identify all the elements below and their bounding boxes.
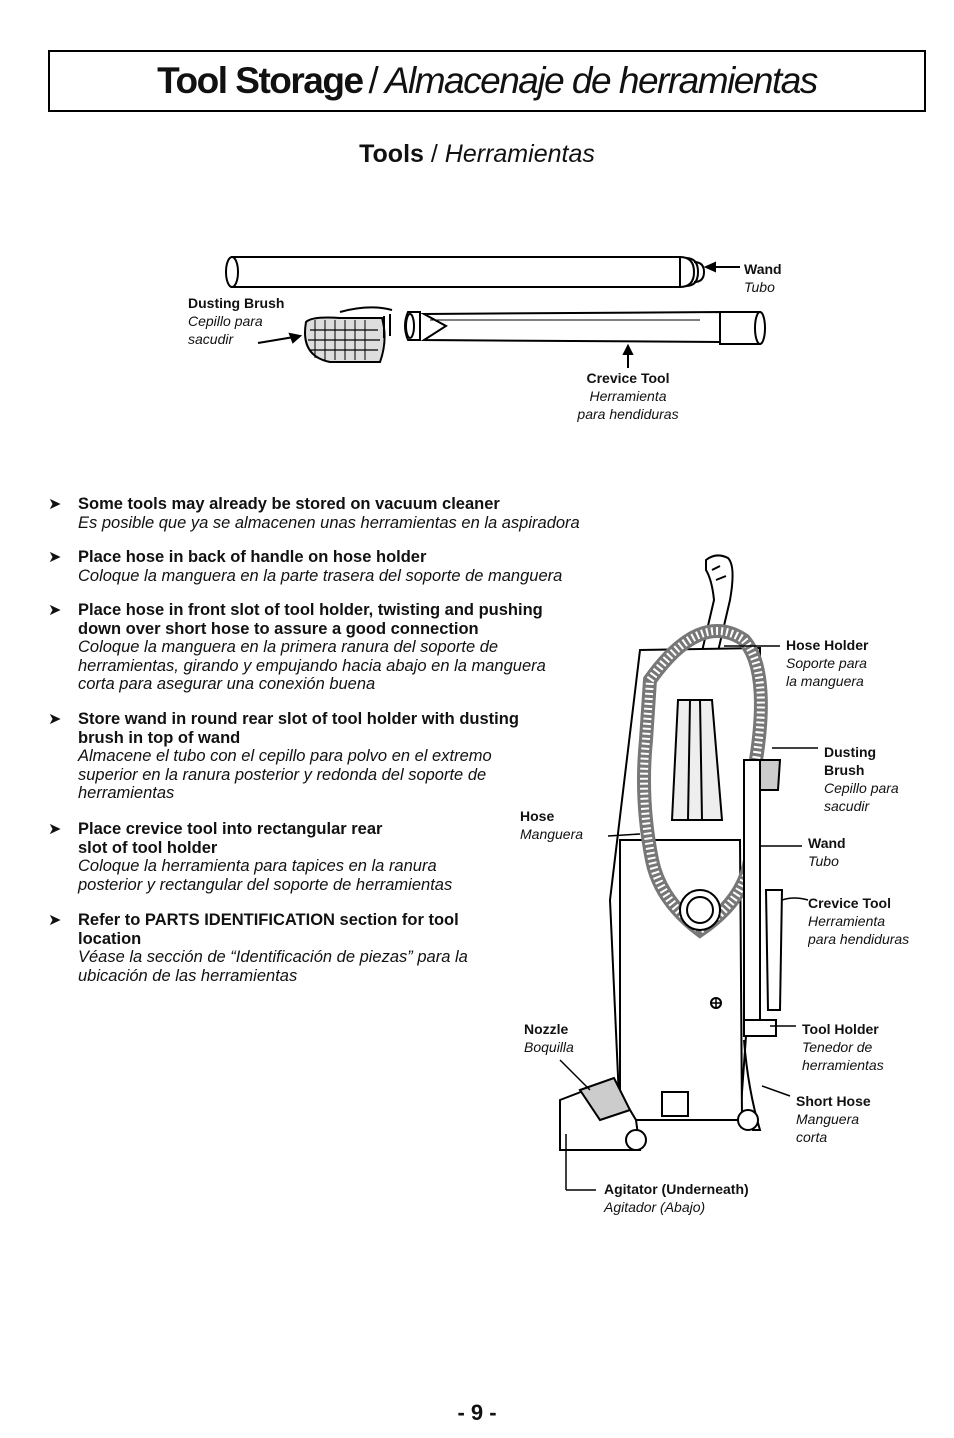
label-nozzle-es: Boquilla	[524, 1039, 574, 1055]
label-wand-es: Tubo	[744, 279, 775, 295]
vacuum-label-agitator: Agitator (Underneath) Agitador (Abajo)	[604, 1180, 749, 1216]
instruction-en: slot of tool holder	[78, 838, 218, 857]
vacuum-label-wand: Wand Tubo	[808, 834, 846, 870]
instruction-item: ➤ Place hose in back of handle on hose h…	[48, 548, 562, 585]
vacuum-label-hose: Hose Manguera	[520, 807, 583, 843]
stored-tools-drawing	[743, 759, 784, 1131]
label-agitator-es: Agitador (Abajo)	[604, 1199, 706, 1215]
subtitle-english: Tools	[359, 140, 424, 168]
instruction-es: ubicación de las herramientas	[78, 966, 298, 985]
label-short-hose-es2: corta	[796, 1129, 828, 1145]
label-vac-wand-en: Wand	[808, 835, 846, 851]
arrowhead-bullet-icon: ➤	[48, 912, 62, 929]
label-nozzle-en: Nozzle	[524, 1021, 569, 1037]
instruction-en: location	[78, 929, 142, 948]
instruction-es: Coloque la herramienta para tapices en l…	[78, 857, 437, 875]
label-crevice-es2: para hendiduras	[577, 406, 679, 422]
label-vac-hose-en: Hose	[520, 808, 555, 824]
crevice-tool-drawing	[404, 310, 766, 368]
page-number: - 9 -	[457, 1400, 497, 1425]
tools-illustration	[225, 256, 766, 368]
vacuum-label-nozzle: Nozzle Boquilla	[524, 1020, 574, 1056]
label-crevice-es1: Herramienta	[589, 388, 667, 404]
dusting-brush-drawing	[257, 306, 393, 363]
vacuum-label-tool-holder: Tool Holder Tenedor de herramientas	[802, 1020, 884, 1074]
page-title-spanish: Almacenaje de herramientas	[384, 60, 818, 101]
label-short-hose-en: Short Hose	[796, 1093, 871, 1109]
label-vac-crevice-es1: Herramienta	[808, 913, 886, 929]
arrowhead-bullet-icon: ➤	[48, 602, 62, 619]
label-short-hose-es1: Manguera	[796, 1111, 860, 1127]
vacuum-label-short-hose: Short Hose Manguera corta	[796, 1092, 871, 1146]
instruction-item: ➤ Some tools may already be stored on va…	[48, 495, 580, 532]
instruction-en: down over short hose to assure a good co…	[78, 619, 479, 638]
label-dusting-brush-en: Dusting Brush	[188, 295, 285, 311]
vacuum-label-crevice-tool: Crevice Tool Herramienta para hendiduras	[808, 894, 948, 948]
instruction-en: brush in top of wand	[78, 728, 241, 747]
tools-label-crevice-tool: Crevice Tool Herramienta para hendiduras	[566, 369, 690, 423]
label-dusting-brush-es1: Cepillo para	[188, 313, 263, 329]
section-subtitle: Tools / Herramientas	[0, 140, 954, 169]
label-vac-brush-en1: Dusting	[824, 744, 877, 760]
instruction-en: Some tools may already be stored on vacu…	[78, 495, 500, 513]
page-title-english: Tool Storage	[157, 60, 364, 101]
page-title-box: Tool Storage / Almacenaje de herramienta…	[48, 50, 926, 112]
vacuum-illustration	[559, 554, 818, 1191]
nozzle-drawing	[559, 1076, 759, 1151]
instruction-item: ➤ Place crevice tool into rectangular re…	[48, 820, 452, 894]
leader-lines	[559, 645, 818, 1191]
label-vac-brush-es2: sacudir	[824, 798, 870, 814]
label-vac-wand-es: Tubo	[808, 853, 839, 869]
wand-drawing	[225, 256, 740, 288]
instruction-es: Almacene el tubo con el cepillo para pol…	[78, 747, 492, 765]
arrowhead-bullet-icon: ➤	[48, 549, 62, 566]
label-vac-brush-es1: Cepillo para	[824, 780, 899, 796]
label-tool-holder-es2: herramientas	[802, 1057, 884, 1073]
instruction-item: ➤ Place hose in front slot of tool holde…	[48, 601, 546, 694]
vacuum-hose-drawing	[637, 624, 768, 939]
instruction-es: posterior y rectangular del soporte de h…	[78, 875, 453, 894]
tools-label-dusting-brush: Dusting Brush Cepillo para sacudir	[188, 294, 284, 348]
label-hose-holder-es1: Soporte para	[786, 655, 867, 671]
instruction-es: Coloque la manguera en la primera ranura…	[78, 638, 499, 656]
label-vac-hose-es: Manguera	[520, 826, 584, 842]
instruction-es: herramientas	[78, 784, 175, 802]
subtitle-separator: /	[430, 140, 438, 168]
label-crevice-en: Crevice Tool	[586, 370, 670, 386]
instruction-en: Place hose in front slot of tool holder,…	[78, 601, 543, 619]
instruction-es: superior en la ranura posterior y redond…	[78, 765, 487, 784]
page-title-separator: /	[368, 60, 379, 101]
label-vac-brush-en2: Brush	[824, 762, 865, 778]
subtitle-spanish: Herramientas	[444, 140, 595, 168]
instruction-en: Place crevice tool into rectangular rear	[78, 820, 383, 838]
instruction-es: Véase la sección de “Identificación de p…	[78, 948, 468, 966]
instruction-en: Store wand in round rear slot of tool ho…	[78, 710, 519, 728]
tools-label-wand: Wand Tubo	[744, 260, 782, 296]
instruction-es: corta para asegurar una conexión buena	[78, 675, 376, 693]
arrowhead-bullet-icon: ➤	[48, 711, 62, 728]
label-tool-holder-es1: Tenedor de	[802, 1039, 873, 1055]
instruction-item: ➤ Store wand in round rear slot of tool …	[48, 710, 519, 803]
instruction-es: Es posible que ya se almacenen unas herr…	[78, 513, 580, 532]
instruction-en: Place hose in back of handle on hose hol…	[78, 548, 427, 566]
instruction-en: Refer to PARTS IDENTIFICATION section fo…	[78, 911, 459, 929]
instruction-item: ➤ Refer to PARTS IDENTIFICATION section …	[48, 911, 468, 985]
arrowhead-bullet-icon: ➤	[48, 496, 62, 513]
instruction-es: Coloque la manguera en la parte trasera …	[78, 566, 563, 585]
label-agitator-en: Agitator (Underneath)	[604, 1181, 749, 1197]
vacuum-label-hose-holder: Hose Holder Soporte para la manguera	[786, 636, 868, 690]
label-wand-en: Wand	[744, 261, 782, 277]
instruction-es: herramientas, girando y empujando hacia …	[78, 656, 546, 675]
label-vac-crevice-es2: para hendiduras	[808, 931, 910, 947]
arrowhead-bullet-icon: ➤	[48, 821, 62, 838]
vacuum-label-dusting-brush: Dusting Brush Cepillo para sacudir	[824, 743, 899, 815]
label-tool-holder-en: Tool Holder	[802, 1021, 879, 1037]
label-dusting-brush-es2: sacudir	[188, 331, 234, 347]
label-hose-holder-es2: la manguera	[786, 673, 864, 689]
label-hose-holder-en: Hose Holder	[786, 637, 869, 653]
label-vac-crevice-en: Crevice Tool	[808, 895, 891, 911]
